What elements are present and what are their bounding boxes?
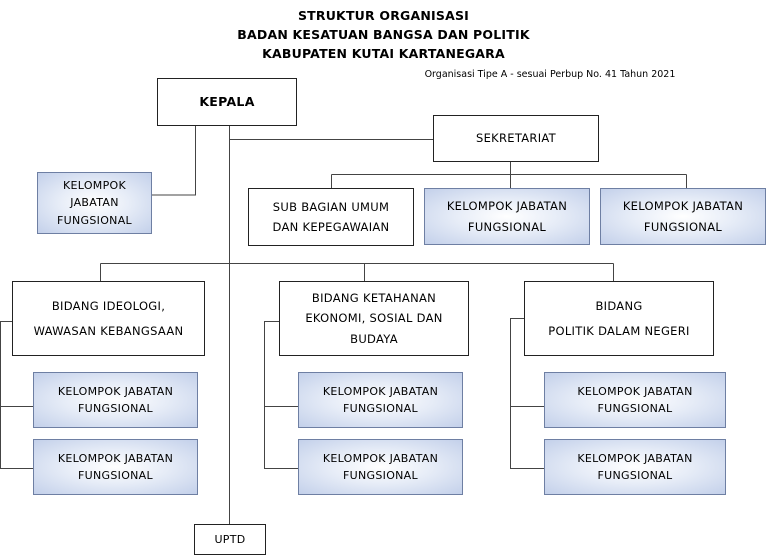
box-b3-kjf-1-label: KELOMPOK JABATAN FUNGSIONAL (577, 384, 693, 415)
box-subbag-umum: SUB BAGIAN UMUM DAN KEPEGAWAIAN (248, 188, 414, 246)
box-sekretariat: SEKRETARIAT (433, 115, 599, 162)
box-b1-kjf-2-label: KELOMPOK JABATAN FUNGSIONAL (57, 451, 174, 482)
regulation-note: Organisasi Tipe A - sesuai Perbup No. 41… (424, 69, 676, 80)
box-sek-kjf-2-label: KELOMPOK JABATAN FUNGSIONAL (622, 199, 744, 234)
box-kjf-kepala-label: KELOMPOK JABATAN FUNGSIONAL (57, 179, 132, 227)
box-b1-kjf-2: KELOMPOK JABATAN FUNGSIONAL (33, 439, 198, 495)
box-b3-kjf-2: KELOMPOK JABATAN FUNGSIONAL (544, 439, 726, 495)
box-b2-kjf-1-label: KELOMPOK JABATAN FUNGSIONAL (322, 384, 439, 415)
box-kepala-label: KEPALA (199, 94, 255, 110)
chart-title-line-2: BADAN KESATUAN BANGSA DAN POLITIK (237, 27, 530, 42)
box-subbag-umum-label: SUB BAGIAN UMUM DAN KEPEGAWAIAN (272, 199, 390, 234)
box-b2-kjf-1: KELOMPOK JABATAN FUNGSIONAL (298, 372, 463, 428)
box-bidang-2: BIDANG KETAHANAN EKONOMI, SOSIAL DAN BUD… (279, 281, 469, 356)
box-b3-kjf-2-label: KELOMPOK JABATAN FUNGSIONAL (577, 451, 693, 482)
box-b1-kjf-1: KELOMPOK JABATAN FUNGSIONAL (33, 372, 198, 428)
box-sekretariat-label: SEKRETARIAT (475, 131, 557, 146)
box-sek-kjf-1: KELOMPOK JABATAN FUNGSIONAL (424, 188, 590, 245)
box-kepala: KEPALA (157, 78, 297, 126)
bidang-3-branch (510, 318, 544, 469)
box-bidang-1-label: BIDANG IDEOLOGI, WAWASAN KEBANGSAAN (33, 299, 184, 338)
box-bidang-1: BIDANG IDEOLOGI, WAWASAN KEBANGSAAN (12, 281, 205, 356)
box-bidang-2-label: BIDANG KETAHANAN EKONOMI, SOSIAL DAN BUD… (305, 291, 443, 346)
chart-title-line-1: STRUKTUR ORGANISASI (297, 8, 470, 23)
box-b1-kjf-1-label: KELOMPOK JABATAN FUNGSIONAL (57, 384, 174, 415)
bidang-2-branch (264, 321, 298, 469)
box-bidang-3-label: BIDANG POLITIK DALAM NEGERI (548, 299, 690, 338)
box-b3-kjf-1: KELOMPOK JABATAN FUNGSIONAL (544, 372, 726, 428)
box-b2-kjf-2: KELOMPOK JABATAN FUNGSIONAL (298, 439, 463, 495)
box-sek-kjf-1-label: KELOMPOK JABATAN FUNGSIONAL (446, 199, 568, 234)
box-kjf-kepala: KELOMPOK JABATAN FUNGSIONAL (37, 172, 152, 234)
box-uptd-label: UPTD (214, 532, 246, 546)
box-sek-kjf-2: KELOMPOK JABATAN FUNGSIONAL (600, 188, 766, 245)
chart-title-line-3: KABUPATEN KUTAI KARTANEGARA (262, 46, 505, 61)
box-bidang-3: BIDANG POLITIK DALAM NEGERI (524, 281, 714, 356)
box-b2-kjf-2-label: KELOMPOK JABATAN FUNGSIONAL (322, 451, 439, 482)
bidang-1-branch (0, 321, 33, 469)
box-uptd: UPTD (194, 524, 266, 555)
kepala-kjf-connector (152, 125, 196, 196)
